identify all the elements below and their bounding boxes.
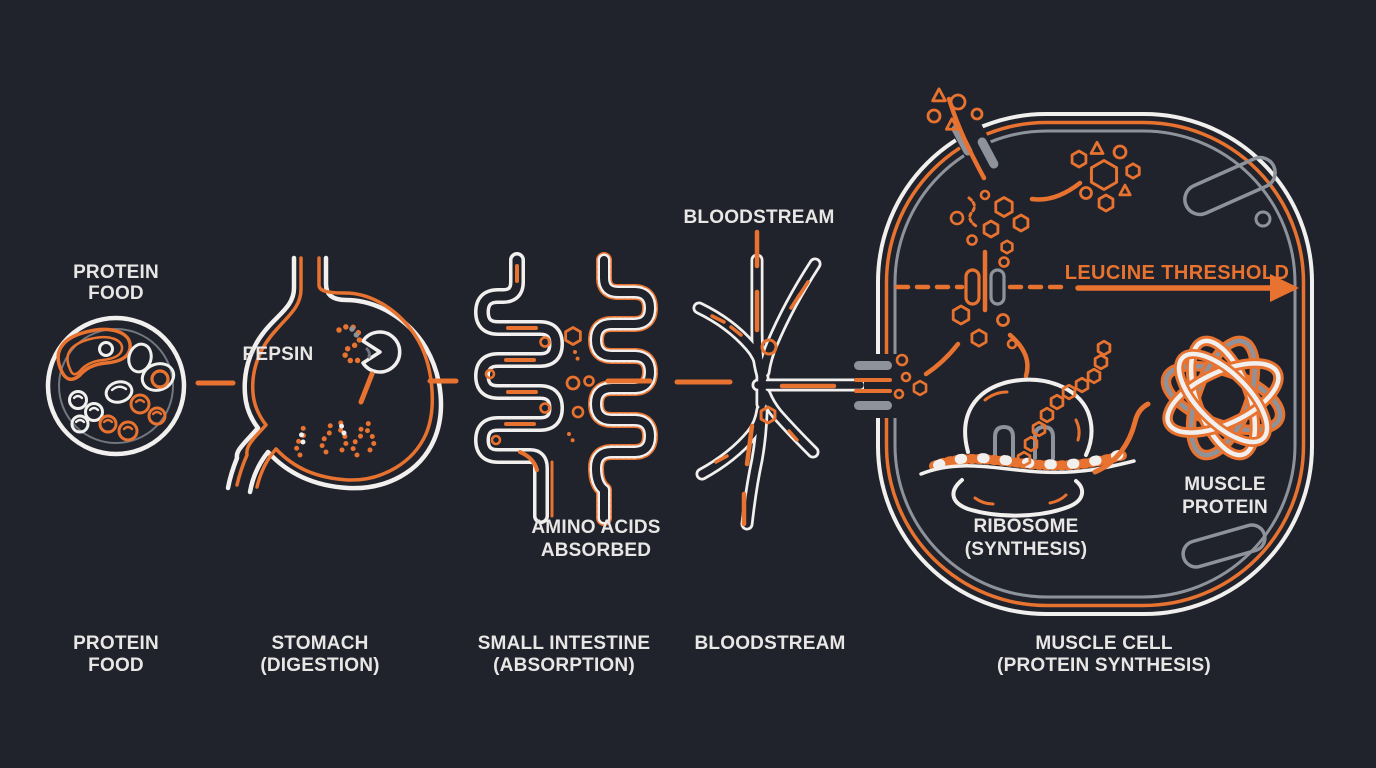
leucine-cluster-right bbox=[1070, 141, 1141, 213]
muscle-cell-icon: LEUCINE THRESHOLD bbox=[854, 87, 1314, 616]
muscle-protein-icon bbox=[1160, 335, 1286, 461]
label-ribosome-line2: (SYNTHESIS) bbox=[965, 539, 1088, 560]
protein-food-plate-icon bbox=[45, 315, 187, 457]
leucine-threshold-line bbox=[894, 268, 1299, 306]
label-leucine-threshold: LEUCINE THRESHOLD bbox=[1065, 262, 1290, 284]
stage-label-stomach-1: STOMACH bbox=[271, 633, 368, 654]
stage-label-bloodstream-1: BLOODSTREAM bbox=[694, 633, 845, 654]
bloodstream-icon bbox=[692, 229, 867, 531]
label-amino-acids-line2: ABSORBED bbox=[541, 540, 651, 561]
stage-labels-row: PROTEIN FOOD STOMACH (DIGESTION) SMALL I… bbox=[73, 633, 1211, 676]
organelle-blobs bbox=[1181, 155, 1277, 569]
label-bloodstream-top: BLOODSTREAM bbox=[683, 207, 834, 228]
stage-label-muscle-cell-2: (PROTEIN SYNTHESIS) bbox=[997, 655, 1211, 676]
stage-label-muscle-cell-1: MUSCLE CELL bbox=[1035, 633, 1173, 654]
small-intestine-icon bbox=[474, 252, 658, 526]
stage-label-protein-food-2: FOOD bbox=[88, 655, 144, 676]
amino-acid-particles-mid bbox=[951, 304, 1018, 350]
label-protein-food-top-line2: FOOD bbox=[88, 283, 144, 304]
stage-label-small-intestine-2: (ABSORPTION) bbox=[493, 655, 635, 676]
stage-label-stomach-2: (DIGESTION) bbox=[260, 655, 379, 676]
stage-label-small-intestine-1: SMALL INTESTINE bbox=[478, 633, 651, 654]
stage-label-protein-food-1: PROTEIN bbox=[73, 633, 159, 654]
label-pepsin: PEPSIN bbox=[243, 344, 314, 365]
amino-acid-particles-entry bbox=[893, 353, 927, 400]
label-amino-acids-line1: AMINO ACIDS bbox=[531, 517, 660, 538]
label-muscle-protein-line2: PROTEIN bbox=[1182, 497, 1268, 518]
flow-arrow-intestine-to-bloodstream bbox=[605, 378, 733, 385]
label-muscle-protein-line1: MUSCLE bbox=[1184, 474, 1265, 495]
stomach-icon bbox=[225, 255, 444, 495]
leucine-cluster-inside bbox=[949, 189, 1030, 268]
label-protein-food-top-line1: PROTEIN bbox=[73, 262, 159, 283]
label-ribosome-line1: RIBOSOME bbox=[973, 516, 1078, 537]
